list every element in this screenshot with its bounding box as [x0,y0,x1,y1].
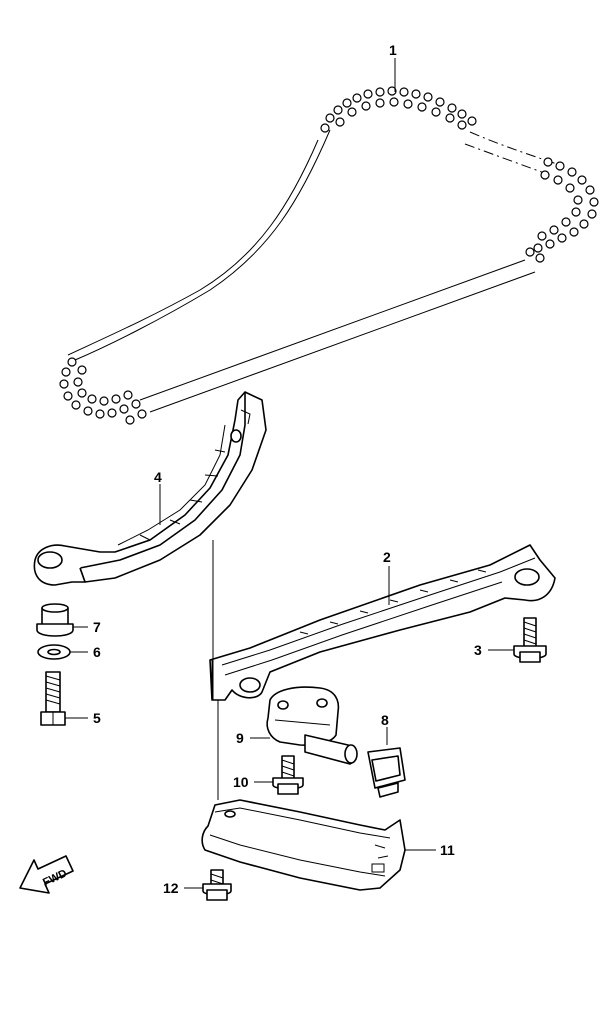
guide-bolt[interactable] [513,617,547,663]
plate-bolt[interactable] [202,869,232,901]
callout-8[interactable]: 8 [381,712,389,728]
callout-11[interactable]: 11 [440,842,455,858]
callout-4[interactable]: 4 [154,469,162,485]
callout-12[interactable]: 12 [163,880,179,896]
callout-5[interactable]: 5 [93,710,101,726]
fwd-arrow-icon: FWD [19,855,74,894]
washer[interactable] [37,644,71,660]
leader-lines [65,58,514,889]
callout-7[interactable]: 7 [93,619,101,635]
callout-9[interactable]: 9 [236,730,244,746]
callout-2[interactable]: 2 [383,549,391,565]
bushing[interactable] [36,603,74,637]
tensioner-arm[interactable] [33,391,267,586]
guide-rail[interactable] [209,544,556,701]
callout-3[interactable]: 3 [474,642,482,658]
tensioner-bolt[interactable] [272,755,304,795]
cover-plate[interactable] [201,799,406,891]
callout-1[interactable]: 1 [389,42,397,58]
callout-6[interactable]: 6 [93,644,101,660]
tensioner-clip[interactable] [367,747,406,798]
tensioner[interactable] [266,686,358,765]
arm-bolt[interactable] [40,671,66,726]
timing-chain[interactable] [59,86,599,425]
callout-10[interactable]: 10 [233,774,249,790]
